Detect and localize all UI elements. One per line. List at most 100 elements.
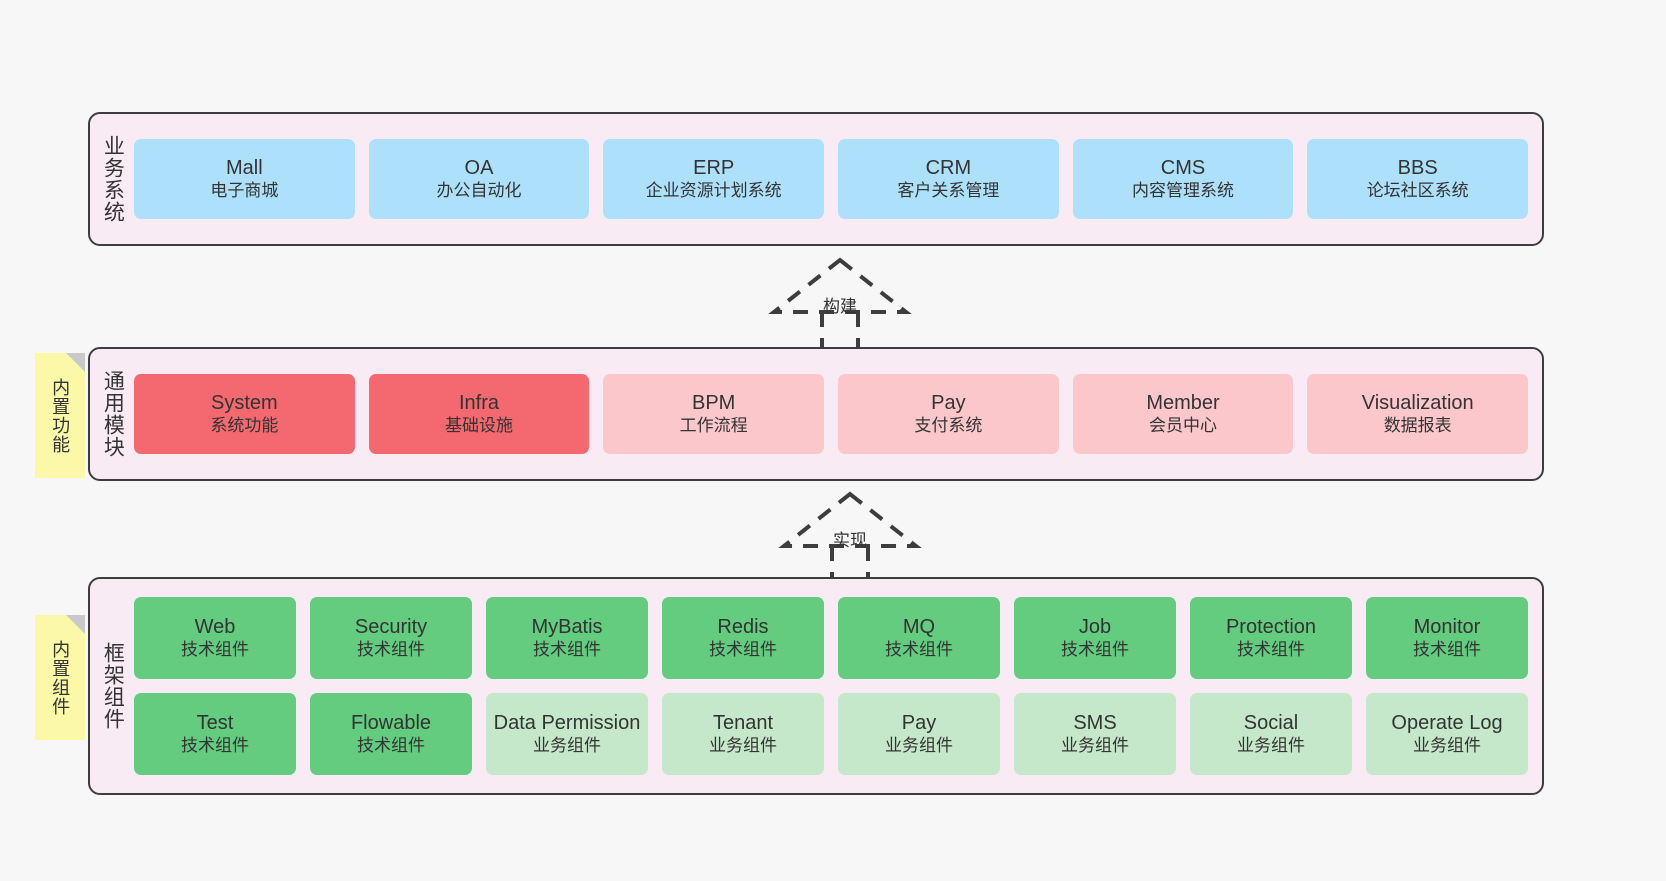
- box-subtitle: 客户关系管理: [897, 180, 1000, 200]
- box-job[interactable]: Job 技术组件: [1014, 597, 1176, 679]
- box-subtitle: 技术组件: [533, 639, 601, 659]
- box-subtitle: 技术组件: [885, 639, 953, 659]
- box-pay-module[interactable]: Pay 支付系统: [838, 374, 1059, 454]
- box-bbs[interactable]: BBS 论坛社区系统: [1307, 139, 1529, 219]
- box-social[interactable]: Social 业务组件: [1190, 693, 1352, 775]
- box-subtitle: 办公自动化: [436, 180, 522, 200]
- arrow-label-implement: 实现: [833, 531, 867, 550]
- box-flowable[interactable]: Flowable 技术组件: [310, 693, 472, 775]
- sticky-note-label: 内置组件: [50, 639, 71, 716]
- box-subtitle: 业务组件: [1061, 735, 1129, 755]
- box-mall[interactable]: Mall 电子商城: [134, 139, 355, 219]
- box-subtitle: 技术组件: [357, 639, 425, 659]
- box-web[interactable]: Web 技术组件: [134, 597, 296, 679]
- sticky-note-builtin-components: 内置组件: [35, 615, 85, 740]
- box-redis[interactable]: Redis 技术组件: [662, 597, 824, 679]
- box-title: Web: [194, 616, 236, 639]
- box-member[interactable]: Member 会员中心: [1072, 374, 1294, 454]
- box-subtitle: 数据报表: [1383, 415, 1452, 435]
- layer-body-common-modules: System 系统功能 Infra 基础设施 BPM 工作流程 Pay 支付系统…: [134, 349, 1542, 479]
- box-tenant[interactable]: Tenant 业务组件: [662, 693, 824, 775]
- layer-business-systems: 业务系统 Mall 电子商城 OA 办公自动化 ERP 企业资源计划系统 CRM…: [88, 112, 1544, 246]
- box-title: ERP: [693, 157, 735, 180]
- box-bpm[interactable]: BPM 工作流程: [603, 374, 825, 454]
- box-title: SMS: [1073, 712, 1117, 735]
- box-subtitle: 技术组件: [181, 639, 249, 659]
- box-subtitle: 业务组件: [533, 735, 601, 755]
- box-title: Visualization: [1361, 392, 1474, 415]
- box-title: Protection: [1225, 616, 1317, 639]
- box-title: Test: [196, 712, 234, 735]
- box-subtitle: 技术组件: [1061, 639, 1129, 659]
- layer-label-common-modules: 通用模块: [101, 370, 125, 458]
- box-subtitle: 系统功能: [210, 415, 279, 435]
- box-subtitle: 论坛社区系统: [1366, 180, 1469, 200]
- box-subtitle: 内容管理系统: [1132, 180, 1235, 200]
- box-subtitle: 支付系统: [914, 415, 983, 435]
- box-title: MyBatis: [531, 616, 603, 639]
- layer-label-business-systems: 业务系统: [101, 135, 125, 223]
- box-subtitle: 会员中心: [1149, 415, 1218, 435]
- box-security[interactable]: Security 技术组件: [310, 597, 472, 679]
- box-protection[interactable]: Protection 技术组件: [1190, 597, 1352, 679]
- box-title: Operate Log: [1391, 712, 1503, 735]
- box-title: CRM: [925, 157, 972, 180]
- box-row: Web 技术组件 Security 技术组件 MyBatis 技术组件 Redi…: [134, 597, 1528, 679]
- box-subtitle: 技术组件: [709, 639, 777, 659]
- box-oa[interactable]: OA 办公自动化: [368, 139, 590, 219]
- box-infra[interactable]: Infra 基础设施: [368, 374, 590, 454]
- box-title: BPM: [692, 392, 736, 415]
- box-title: Redis: [717, 616, 769, 639]
- box-row: Mall 电子商城 OA 办公自动化 ERP 企业资源计划系统 CRM 客户关系…: [134, 139, 1529, 219]
- box-row: Test 技术组件 Flowable 技术组件 Data Permission …: [134, 693, 1528, 775]
- box-title: Infra: [458, 392, 500, 415]
- box-title: Pay: [901, 712, 937, 735]
- box-mybatis[interactable]: MyBatis 技术组件: [486, 597, 648, 679]
- box-title: Job: [1078, 616, 1112, 639]
- box-subtitle: 企业资源计划系统: [645, 180, 782, 200]
- layer-framework-components: 框架组件 Web 技术组件 Security 技术组件 MyBatis 技术组件…: [88, 577, 1544, 795]
- box-subtitle: 工作流程: [679, 415, 748, 435]
- box-operate-log[interactable]: Operate Log 业务组件: [1366, 693, 1528, 775]
- box-title: Data Permission: [493, 712, 641, 735]
- box-title: BBS: [1397, 157, 1438, 180]
- box-title: Tenant: [712, 712, 774, 735]
- box-row: System 系统功能 Infra 基础设施 BPM 工作流程 Pay 支付系统…: [134, 374, 1529, 454]
- box-title: Flowable: [350, 712, 432, 735]
- box-subtitle: 基础设施: [445, 415, 513, 435]
- layer-label-framework-components: 框架组件: [101, 642, 125, 730]
- sticky-note-builtin-functions: 内置功能: [35, 353, 85, 478]
- box-subtitle: 技术组件: [357, 735, 425, 755]
- box-subtitle: 电子商城: [210, 180, 279, 200]
- box-subtitle: 技术组件: [181, 735, 249, 755]
- box-title: Social: [1243, 712, 1299, 735]
- box-subtitle: 技术组件: [1237, 639, 1305, 659]
- box-sms[interactable]: SMS 业务组件: [1014, 693, 1176, 775]
- box-subtitle: 技术组件: [1413, 639, 1481, 659]
- box-title: Security: [354, 616, 428, 639]
- box-system[interactable]: System 系统功能: [134, 374, 355, 454]
- layer-body-business-systems: Mall 电子商城 OA 办公自动化 ERP 企业资源计划系统 CRM 客户关系…: [134, 114, 1542, 244]
- arrow-implement: 实现: [770, 490, 930, 592]
- box-pay-component[interactable]: Pay 业务组件: [838, 693, 1000, 775]
- box-title: CMS: [1160, 157, 1206, 180]
- layer-common-modules: 通用模块 System 系统功能 Infra 基础设施 BPM 工作流程 Pay…: [88, 347, 1544, 481]
- box-cms[interactable]: CMS 内容管理系统: [1072, 139, 1294, 219]
- box-subtitle: 业务组件: [1413, 735, 1481, 755]
- box-data-permission[interactable]: Data Permission 业务组件: [486, 693, 648, 775]
- box-title: MQ: [902, 616, 936, 639]
- box-title: Monitor: [1413, 616, 1481, 639]
- box-erp[interactable]: ERP 企业资源计划系统: [603, 139, 825, 219]
- box-subtitle: 业务组件: [885, 735, 953, 755]
- box-crm[interactable]: CRM 客户关系管理: [838, 139, 1059, 219]
- box-test[interactable]: Test 技术组件: [134, 693, 296, 775]
- box-title: System: [210, 392, 278, 415]
- box-visualization[interactable]: Visualization 数据报表: [1307, 374, 1529, 454]
- box-subtitle: 业务组件: [1237, 735, 1305, 755]
- box-monitor[interactable]: Monitor 技术组件: [1366, 597, 1528, 679]
- box-mq[interactable]: MQ 技术组件: [838, 597, 1000, 679]
- box-title: Member: [1146, 392, 1220, 415]
- box-title: Pay: [931, 392, 966, 415]
- box-subtitle: 业务组件: [709, 735, 777, 755]
